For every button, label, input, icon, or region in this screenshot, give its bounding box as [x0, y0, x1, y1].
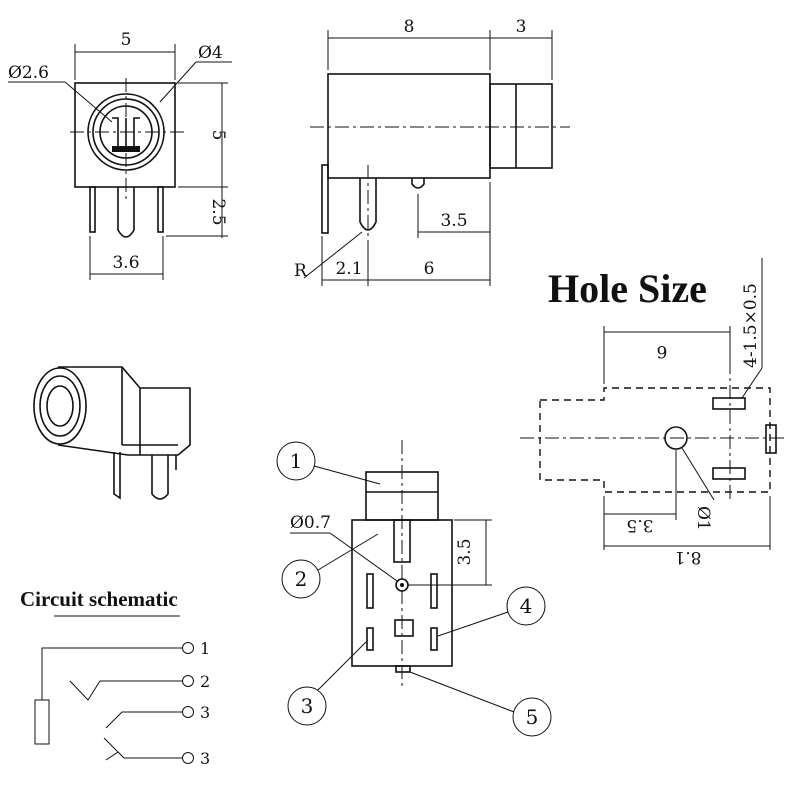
- iso-nose-inner: [39, 375, 81, 437]
- bottom-dim-small-hole: Ø0.7: [290, 513, 331, 533]
- bottom-slot-left: [366, 573, 374, 609]
- schematic-terminal-1: [182, 642, 194, 654]
- front-leader-small: [64, 81, 113, 123]
- front-dim-hole-large: Ø4: [198, 43, 223, 63]
- hole-size-footprint: 6 4-1.5×0.5 Ø1 3.5 8.1: [520, 258, 785, 567]
- schematic-terminal-3a: [182, 706, 194, 718]
- side-dim-rear-span: 6: [424, 259, 435, 279]
- front-leader-large: [159, 61, 197, 103]
- footprint-slot-leader: [741, 367, 763, 399]
- side-body-outline: [327, 73, 491, 179]
- schematic-pin-2: 2: [200, 672, 210, 691]
- side-dim-nose: 3: [516, 17, 527, 37]
- front-view: 5 Ø2.6 Ø4 5 2.5 3.6: [8, 30, 232, 280]
- front-dim-hole-small: Ø2.6: [8, 63, 49, 83]
- callout-3-circle: [287, 686, 327, 726]
- circuit-schematic: Circuit schematic 1 2 3 3: [20, 587, 210, 768]
- iso-view: [33, 366, 191, 500]
- front-body-outline: [74, 82, 176, 188]
- schematic-switch-2-arm: [103, 737, 119, 761]
- side-locating-post: [411, 178, 425, 189]
- footprint-slot-top: [712, 397, 746, 410]
- bottom-view: Ø0.7 3.5 1 2 3 4 5: [276, 440, 552, 737]
- footprint-dim-bottom-large: 8.1: [674, 547, 701, 567]
- bottom-leader-hole: [329, 532, 398, 582]
- bottom-square-pad: [394, 619, 414, 637]
- callout-5: 5: [526, 705, 539, 729]
- callout-2: 2: [295, 567, 308, 591]
- side-dim-radius: R: [294, 261, 308, 281]
- footprint-hole-leader: [681, 447, 715, 501]
- schematic-switch-2: [117, 751, 182, 759]
- schematic-sleeve-line: [41, 647, 182, 700]
- schematic-plug: [34, 699, 50, 745]
- callout-2-circle: [281, 559, 321, 599]
- schematic-title: Circuit schematic: [20, 587, 178, 611]
- front-dim-pin-length: 2.5: [208, 198, 228, 225]
- side-pin-center: [359, 178, 377, 231]
- iso-body-outline: [57, 366, 191, 456]
- schematic-pin-1: 1: [200, 639, 210, 658]
- callout-1: 1: [290, 449, 303, 473]
- side-dim-body: 8: [404, 17, 415, 37]
- iso-jack-hole: [46, 385, 74, 427]
- iso-pin-2: [151, 455, 169, 500]
- iso-nose-outer: [33, 367, 87, 445]
- front-pin-center: [117, 187, 135, 238]
- footprint-round-hole: [664, 426, 688, 450]
- callout-2-leader: [317, 533, 379, 571]
- footprint-slot-bottom: [712, 467, 746, 480]
- callout-4-leader: [437, 611, 509, 637]
- schematic-switch-1: [105, 711, 182, 729]
- callout-5-leader: [409, 671, 515, 713]
- front-dim-height: 5: [208, 130, 228, 141]
- footprint-slot-right: [765, 424, 777, 454]
- callout-1-leader: [313, 465, 381, 485]
- footprint-outline: [539, 387, 771, 493]
- front-dim-width: 5: [121, 30, 132, 50]
- bottom-center-pin: [393, 519, 411, 563]
- schematic-terminal-2: [182, 675, 194, 687]
- iso-pin-1: [113, 452, 121, 500]
- callout-3: 3: [301, 694, 314, 718]
- footprint-dim-hole: Ø1: [693, 506, 713, 531]
- side-dim-front-pin: 2.1: [335, 259, 362, 279]
- callout-1-circle: [276, 441, 316, 481]
- footprint-dim-top: 6: [657, 341, 668, 361]
- callout-4-circle: [506, 586, 546, 626]
- side-pin-front: [321, 164, 329, 234]
- bottom-small-hole-dot: [400, 583, 404, 587]
- callout-5-circle: [512, 697, 552, 737]
- footprint-dim-slots: 4-1.5×0.5: [741, 283, 761, 368]
- hole-size-title: Hole Size: [548, 266, 707, 311]
- schematic-tip-contact: [69, 680, 182, 701]
- front-pin-right: [157, 186, 164, 233]
- front-pin-left: [89, 186, 96, 233]
- bottom-pin-3: [366, 627, 374, 651]
- footprint-dim-bottom-small: 3.5: [626, 515, 653, 535]
- bottom-pin-4: [430, 627, 438, 651]
- callout-3-leader: [317, 639, 369, 691]
- front-dim-pin-spacing: 3.6: [112, 253, 139, 273]
- side-dim-pin-offset: 3.5: [440, 211, 467, 231]
- side-view: 8 3 3.5 R 2.1 6: [294, 17, 570, 286]
- schematic-terminal-3b: [182, 752, 194, 764]
- bottom-pin-5: [395, 665, 411, 673]
- bottom-dim-offset: 3.5: [455, 538, 475, 565]
- bottom-slot-right: [430, 573, 438, 609]
- side-nose: [489, 83, 553, 169]
- side-leader-radius: [303, 231, 363, 279]
- schematic-pin-3a: 3: [200, 703, 210, 722]
- schematic-pin-3b: 3: [200, 749, 210, 768]
- callout-4: 4: [520, 594, 533, 618]
